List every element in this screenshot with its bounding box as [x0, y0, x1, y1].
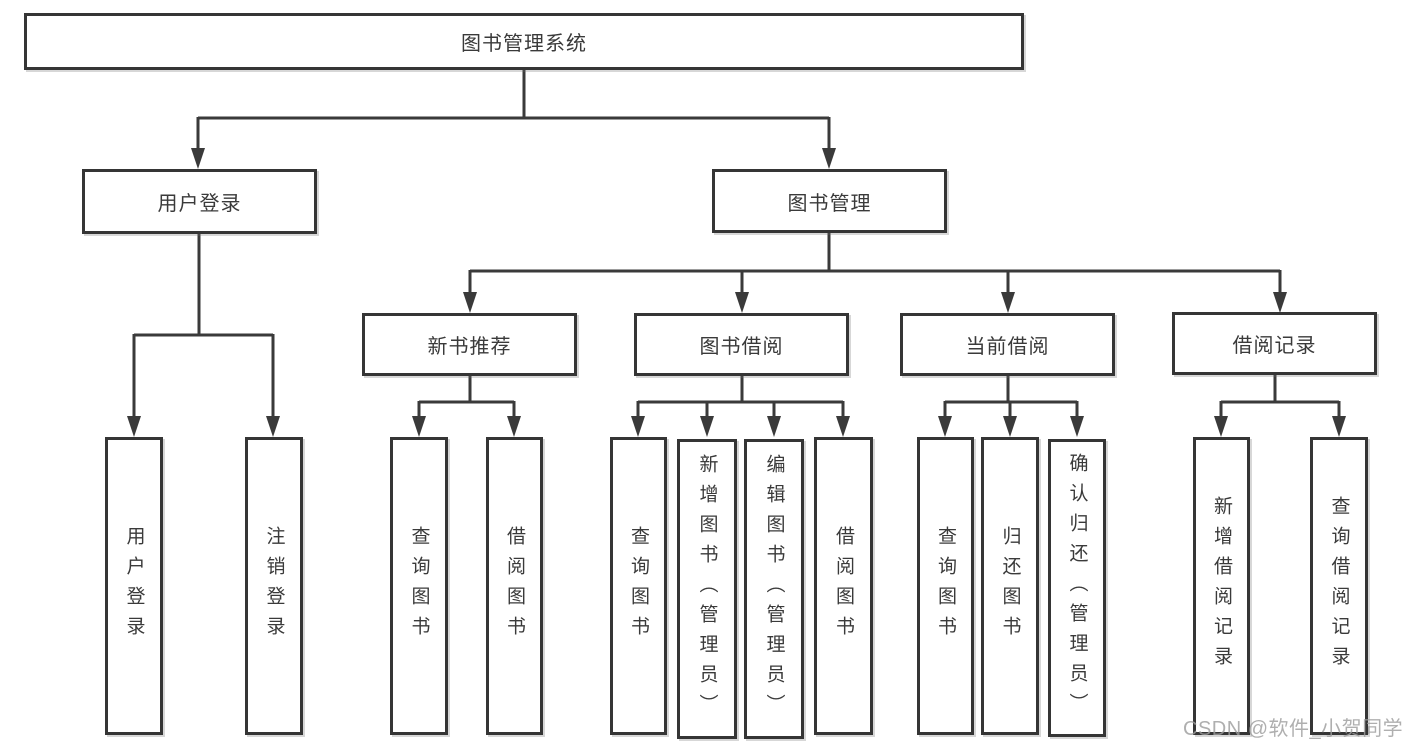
leaf-bb-borrow-books-label: 借阅图书: [833, 526, 854, 646]
leaf-nbr-query-books-label: 查询图书: [408, 526, 430, 646]
leaf-cb-confirm-return-admin: 确认归还（管理员）: [1048, 439, 1106, 737]
node-book-management-label: 图书管理: [787, 192, 872, 215]
leaf-br-add-record: 新增借阅记录: [1193, 437, 1250, 735]
leaf-nbr-borrow-books: 借阅图书: [486, 437, 543, 735]
watermark: CSDN @软件_小贺同学: [1183, 718, 1404, 740]
leaf-cb-query-books: 查询图书: [917, 437, 974, 735]
leaf-user-login: 用户登录: [105, 437, 163, 735]
leaf-bb-add-books-admin-label: 新增图书（管理员）: [696, 454, 718, 724]
leaf-cb-query-books-label: 查询图书: [935, 526, 956, 646]
leaf-bb-borrow-books: 借阅图书: [814, 437, 873, 735]
node-book-borrowing-label: 图书借阅: [699, 336, 784, 358]
leaf-nbr-borrow-books-label: 借阅图书: [504, 526, 525, 646]
leaf-bb-query-books: 查询图书: [610, 437, 667, 735]
leaf-br-query-record-label: 查询借阅记录: [1328, 496, 1350, 676]
leaf-user-login-label: 用户登录: [123, 526, 145, 646]
node-new-book-recommend-label: 新书推荐: [427, 336, 512, 358]
node-book-borrowing: 图书借阅: [634, 313, 849, 376]
leaf-cb-confirm-return-admin-label: 确认归还（管理员）: [1066, 453, 1088, 723]
node-borrowing-records: 借阅记录: [1172, 312, 1377, 375]
node-borrowing-records-label: 借阅记录: [1232, 335, 1317, 357]
leaf-br-query-record: 查询借阅记录: [1310, 437, 1368, 735]
leaf-cb-return-books-label: 归还图书: [999, 526, 1021, 646]
node-root-label: 图书管理系统: [461, 33, 587, 55]
leaf-logout: 注销登录: [245, 437, 303, 735]
leaf-bb-add-books-admin: 新增图书（管理员）: [677, 439, 737, 739]
leaf-bb-edit-books-admin: 编辑图书（管理员）: [744, 439, 804, 739]
node-user-login: 用户登录: [82, 169, 317, 234]
leaf-bb-query-books-label: 查询图书: [628, 526, 649, 646]
leaf-br-add-record-label: 新增借阅记录: [1211, 496, 1232, 676]
leaf-logout-label: 注销登录: [263, 526, 285, 646]
node-book-management: 图书管理: [712, 169, 947, 233]
node-new-book-recommend: 新书推荐: [362, 313, 577, 376]
node-user-login-label: 用户登录: [157, 193, 242, 215]
leaf-cb-return-books: 归还图书: [981, 437, 1039, 735]
node-current-borrowing: 当前借阅: [900, 313, 1115, 376]
node-root: 图书管理系统: [24, 13, 1024, 70]
leaf-nbr-query-books: 查询图书: [390, 437, 448, 735]
leaf-bb-edit-books-admin-label: 编辑图书（管理员）: [763, 454, 785, 724]
node-current-borrowing-label: 当前借阅: [965, 336, 1050, 358]
